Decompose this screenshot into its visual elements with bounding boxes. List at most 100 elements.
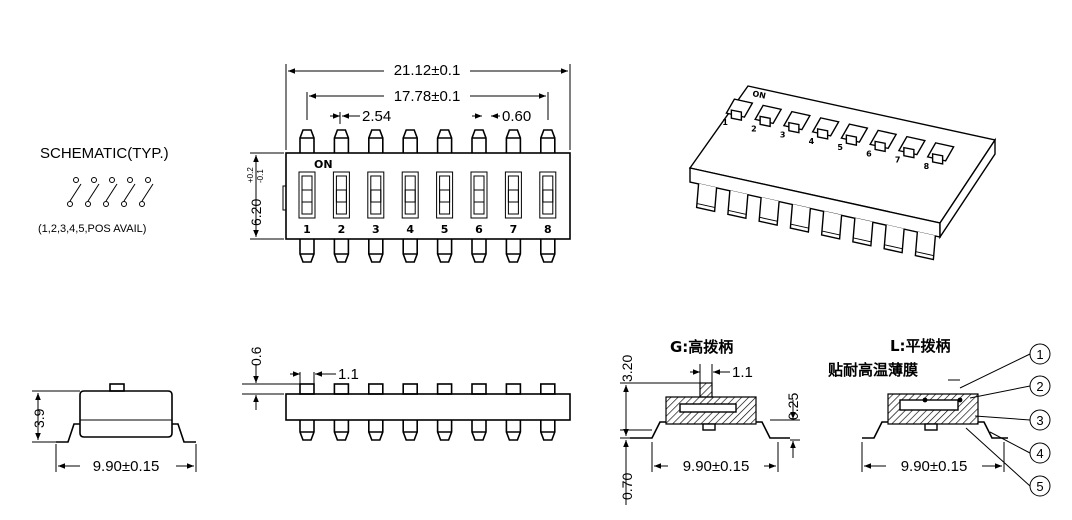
top-view-actuators: [298, 171, 557, 219]
side-view-actuators: [299, 383, 556, 395]
top-view-lead: [540, 239, 556, 263]
callout-balloon: [1029, 442, 1051, 464]
top-view-upper-leads: [299, 129, 556, 153]
schematic-contact-top: [127, 177, 133, 183]
iso-lead-edge: [884, 244, 903, 250]
top-view-switch-inner: [507, 175, 519, 215]
top-view-lead: [299, 239, 315, 263]
dim-g-width-text: 1.1: [732, 364, 753, 381]
top-view-lead: [471, 129, 487, 153]
callout-number: 4: [1036, 446, 1043, 461]
dim-pitch-span-text: 17.78±0.1: [394, 88, 461, 105]
side-view-actuator: [333, 383, 350, 395]
schematic-note: (1,2,3,4,5,POS AVAIL): [38, 223, 146, 235]
top-view-switch-slot: [504, 171, 522, 219]
dim-g-standoff-text: 0.70: [619, 473, 635, 500]
schematic-switch-blade: [69, 183, 82, 202]
section-l-left-lead: [862, 421, 888, 439]
iso-lead-edge: [852, 237, 871, 243]
top-view-switch-knob: [404, 189, 416, 203]
iso-number: 3: [780, 131, 786, 140]
dim-label-bg: [384, 62, 470, 78]
top-view-pin-number: 7: [510, 223, 518, 236]
iso-leads: [695, 183, 937, 261]
side-view-lead: [540, 420, 556, 441]
end-view-right-lead: [172, 423, 196, 443]
section-g-left-lead: [630, 421, 666, 439]
top-view-lead: [368, 129, 384, 153]
section-l-right-lead: [978, 421, 1008, 439]
schematic-switch-blade: [141, 183, 154, 202]
side-view-lead: [299, 420, 315, 441]
callout-number: 5: [1036, 479, 1043, 494]
dim-label-bg: [668, 458, 764, 474]
top-view-pin-number: 5: [441, 223, 449, 236]
callout-leader: [965, 427, 1031, 487]
schematic-title: SCHEMATIC(TYP.): [40, 145, 169, 162]
top-view-switch-knob: [507, 189, 519, 203]
top-view-pin-number: 2: [338, 223, 346, 236]
iso-lead-edge: [727, 209, 746, 215]
section-g-cavity: [679, 403, 737, 413]
iso-switch-knob: [931, 153, 944, 165]
top-view-pin-number: 4: [406, 223, 414, 236]
callout-number: 2: [1036, 379, 1043, 394]
side-view: 0.6 1.1: [242, 346, 571, 441]
schematic-switch-blade: [123, 183, 136, 202]
iso-number: 8: [924, 162, 930, 171]
dim-label-bg: [384, 87, 470, 103]
side-view-actuator: [436, 383, 453, 395]
section-g-actuator: [699, 382, 713, 398]
end-view-left-lead: [56, 423, 80, 443]
top-view-lead: [471, 239, 487, 263]
schematic-switch-blade: [105, 183, 118, 202]
top-view-lead: [299, 129, 315, 153]
schematic-contact-bottom: [139, 201, 145, 207]
top-view-switch-knob: [542, 189, 554, 203]
side-view-lead: [402, 420, 418, 441]
iso-switch-knob: [903, 146, 915, 159]
callout-balloon: [1029, 343, 1051, 365]
section-g-right-lead: [756, 421, 790, 439]
top-view-switch-slot: [436, 171, 454, 219]
iso-switch-knob: [730, 109, 743, 121]
top-view-lead: [505, 239, 522, 263]
iso-number: 6: [866, 149, 872, 158]
end-view-body: [79, 390, 173, 438]
top-view-switch-knob: [370, 189, 382, 203]
callout-leader: [959, 353, 1031, 389]
section-l-film-label: 贴耐高温薄膜: [828, 361, 918, 379]
top-view-lead: [333, 239, 350, 263]
iso-number: 1: [722, 118, 728, 127]
dim-overall-text: 21.12±0.1: [394, 62, 461, 79]
end-view-actuator: [109, 383, 125, 392]
top-view-lead: [436, 129, 453, 153]
iso-switch-knob: [845, 134, 858, 146]
dim-end-height-text: 3.9: [31, 408, 47, 428]
iso-switch-knob: [759, 115, 771, 128]
top-view-switch-slot: [470, 171, 488, 219]
schematic-switch-symbols: [67, 177, 154, 207]
top-view-switch-inner: [335, 175, 347, 215]
top-view-lead: [368, 239, 384, 263]
dim-lead-width-text: 0.60: [502, 108, 531, 125]
iso-lead-edge: [790, 223, 809, 229]
top-view-lead: [402, 129, 418, 153]
schematic-contact-bottom: [67, 201, 73, 207]
side-view-lead: [333, 420, 350, 441]
dim-label-bg: [886, 458, 982, 474]
side-view-actuator: [505, 383, 522, 395]
schematic-contact-bottom: [121, 201, 127, 207]
section-l-detent: [957, 397, 963, 403]
dim-g-span-text: 9.90±0.15: [683, 458, 750, 475]
section-l-detent: [922, 397, 928, 403]
side-view-actuator: [471, 383, 487, 395]
side-view-leads: [299, 420, 556, 441]
side-view-actuator: [539, 383, 556, 395]
callout-number: 3: [1036, 413, 1043, 428]
dim-label-bg: [80, 458, 176, 474]
callout-leader: [989, 431, 1031, 454]
top-view-lower-leads: [299, 239, 556, 263]
